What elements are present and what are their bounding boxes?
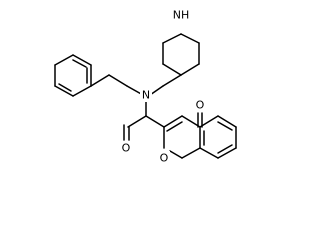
bond <box>199 147 219 159</box>
bond <box>145 115 165 128</box>
pyranone-ring <box>163 115 201 159</box>
bond <box>217 115 237 128</box>
bond <box>163 115 183 128</box>
bond <box>199 115 219 128</box>
bond <box>181 147 201 159</box>
bond <box>149 85 164 96</box>
ring-oxygen-label: O <box>160 152 169 165</box>
bond <box>54 85 74 97</box>
ketone-oxygen-label: O <box>196 99 205 112</box>
amide-group <box>123 101 165 141</box>
fused-benzene-ring <box>199 115 237 159</box>
amide-oxygen-label: O <box>122 142 131 155</box>
amide-nitrogen-label: N <box>142 89 150 102</box>
bond <box>169 150 183 159</box>
piperidine-nh-label: NH <box>173 9 190 22</box>
bond <box>54 54 74 66</box>
bond <box>162 74 182 87</box>
bond <box>108 74 128 87</box>
bond <box>162 63 182 76</box>
double-bond <box>72 59 87 68</box>
bond <box>180 63 200 76</box>
bond <box>72 85 92 97</box>
bond <box>180 33 200 44</box>
piperidine-ring <box>162 33 200 76</box>
bond <box>127 115 147 128</box>
double-bond <box>166 121 183 132</box>
bond <box>72 54 92 66</box>
double-bond <box>58 83 72 92</box>
ketone-group <box>197 112 203 128</box>
atom-labels: NH N O O O <box>120 8 206 165</box>
double-bond <box>217 144 233 154</box>
bond <box>162 33 182 44</box>
bond <box>90 74 110 87</box>
chemical-structure: NH N O O O <box>54 8 237 165</box>
bond <box>181 115 201 128</box>
phenethyl-chain <box>90 74 144 96</box>
bond <box>217 147 237 159</box>
phenyl-ring <box>54 54 92 97</box>
double-bond <box>217 121 233 131</box>
methylene-linker <box>149 74 182 96</box>
